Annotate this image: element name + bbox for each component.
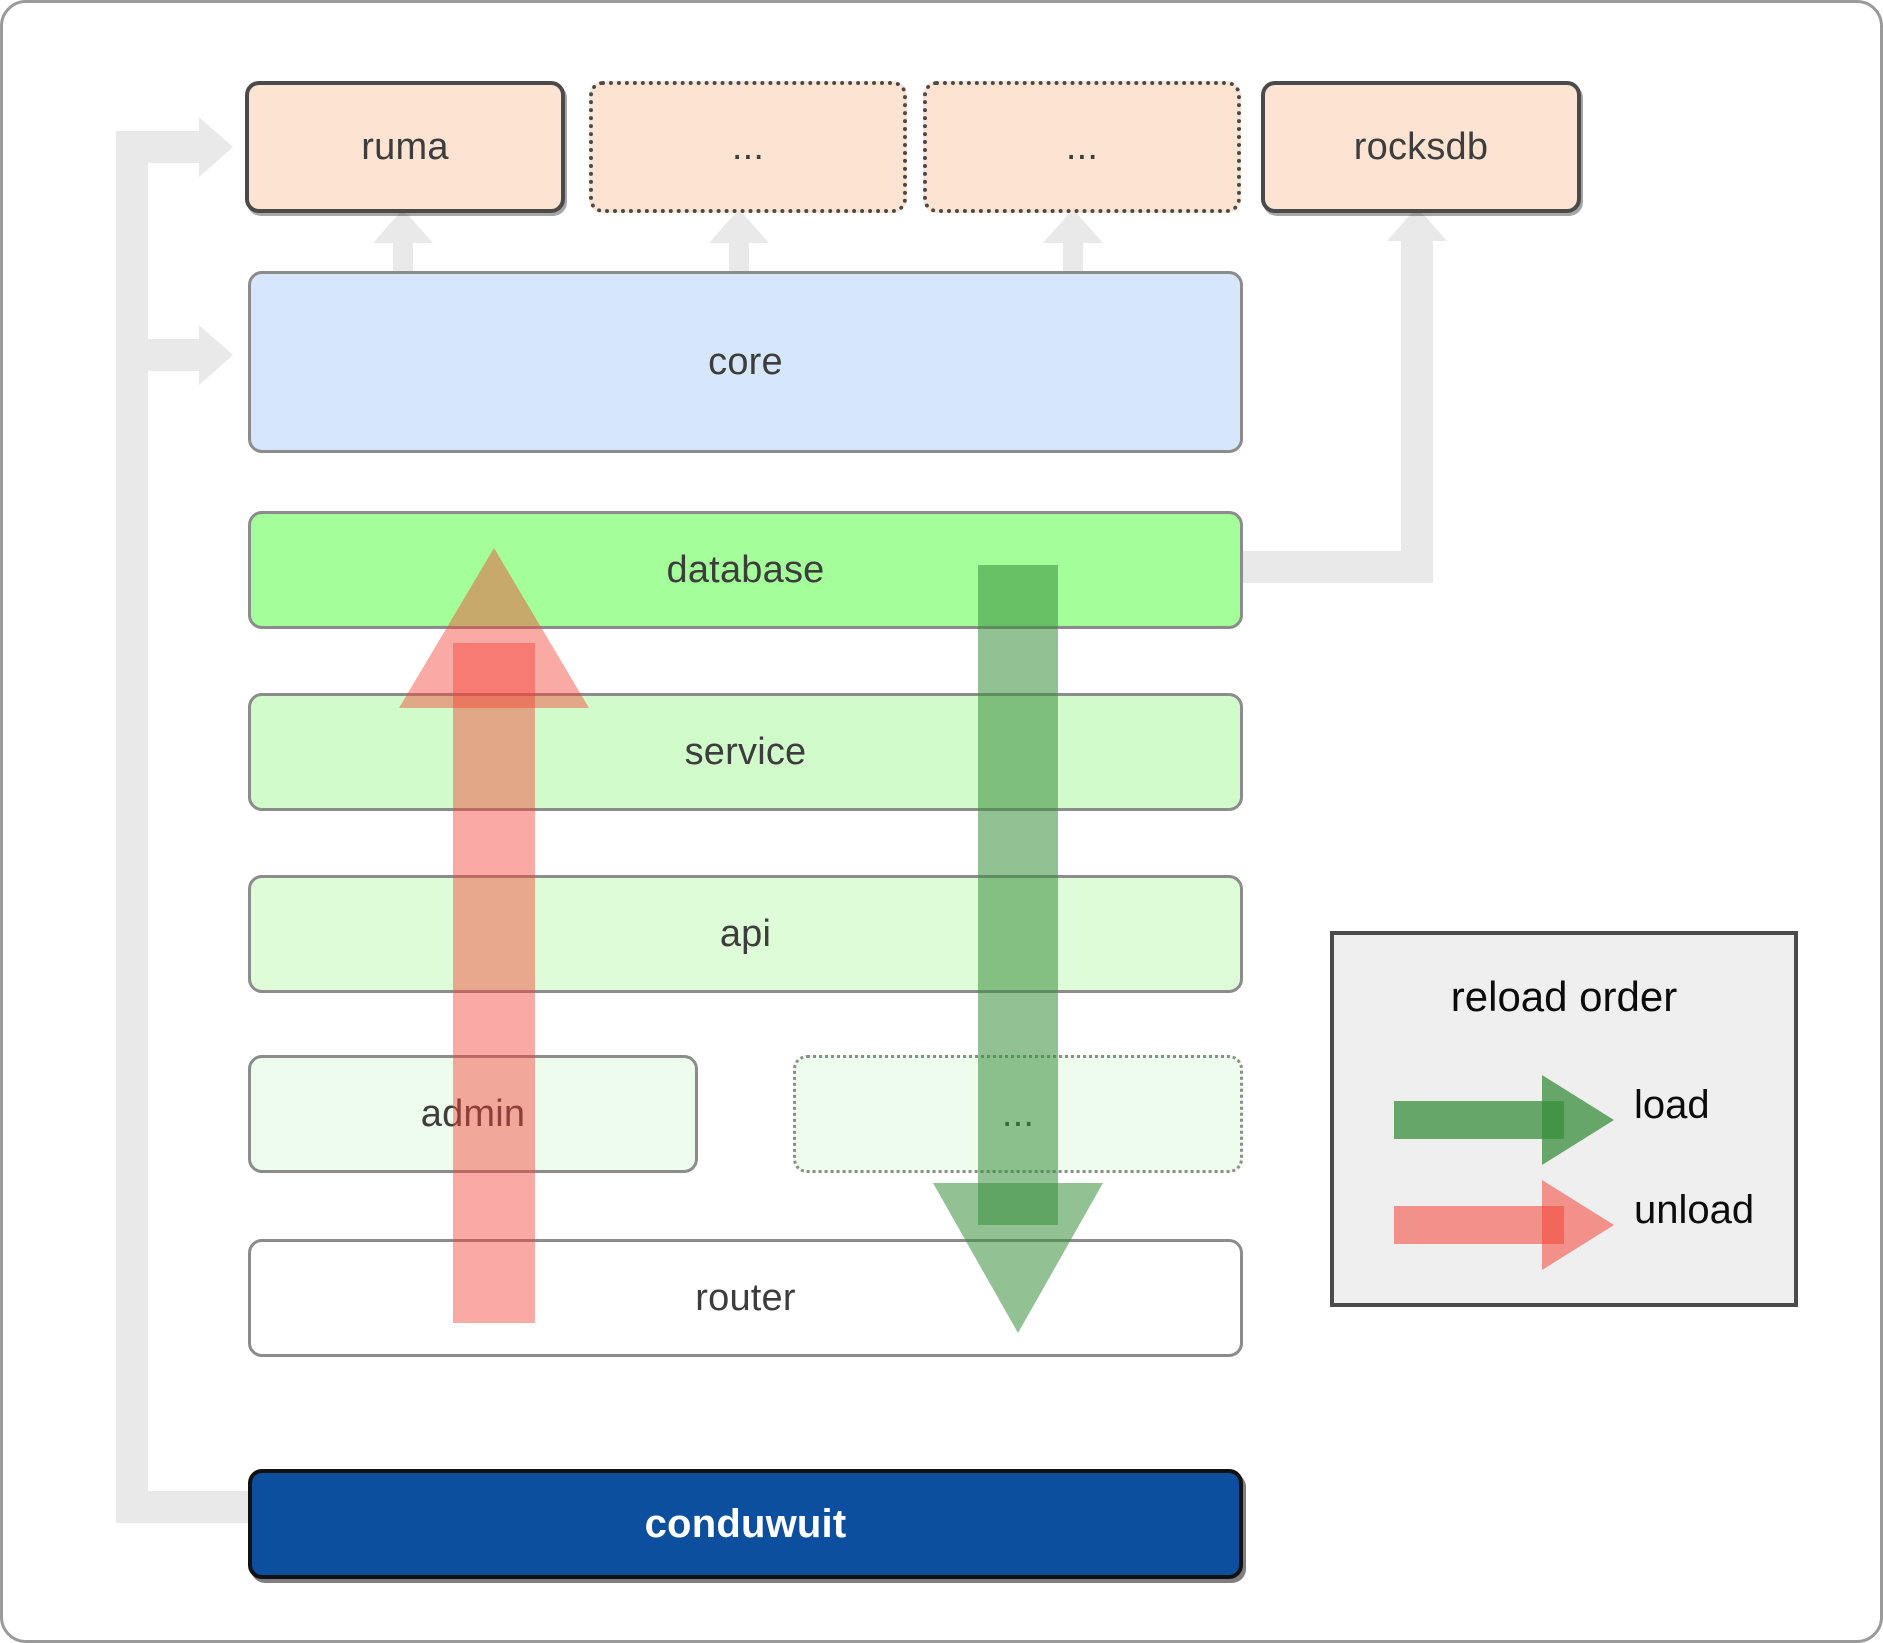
legend-item-load: load [1334, 1065, 1794, 1175]
connector-core-ruma-arrowhead [373, 209, 433, 243]
unload-arrow-shaft [453, 643, 535, 1323]
legend-unload-arrow-head [1542, 1180, 1614, 1270]
connector-core-ellipsis2-arrowhead [1043, 209, 1103, 243]
node-rocksdb[interactable]: rocksdb [1261, 81, 1581, 213]
node-ellipsis-top-2[interactable]: ... [923, 81, 1241, 213]
legend-load-label: load [1634, 1083, 1710, 1127]
unload-arrow-head [399, 548, 589, 708]
node-core[interactable]: core [248, 271, 1243, 453]
connector-core-arrowhead [199, 325, 233, 385]
legend-load-arrow-head [1542, 1075, 1614, 1165]
node-database-label: database [666, 548, 825, 591]
load-arrow-head [933, 1183, 1103, 1333]
node-ruma[interactable]: ruma [245, 81, 565, 213]
connector-core-ruma-stem [393, 233, 413, 273]
node-ellipsis-top-1[interactable]: ... [589, 81, 907, 213]
legend-load-arrow-shaft [1394, 1101, 1564, 1139]
legend-title: reload order [1450, 973, 1678, 1020]
connector-ruma-horizontal [148, 131, 208, 163]
connector-ruma-arrowhead [199, 117, 233, 177]
node-service[interactable]: service [248, 693, 1243, 811]
node-router-label: router [695, 1276, 796, 1319]
connector-db-rocksdb-vertical [1401, 241, 1433, 571]
node-api[interactable]: api [248, 875, 1243, 993]
connector-core-ellipsis1-arrowhead [709, 209, 769, 243]
connector-core-horizontal [148, 339, 208, 371]
legend-item-unload: unload [1334, 1170, 1794, 1280]
connector-conduwuit-horizontal [116, 1491, 251, 1523]
node-service-label: service [684, 730, 807, 773]
node-rocksdb-label: rocksdb [1353, 125, 1489, 168]
legend-panel: reload order load unload [1330, 931, 1798, 1307]
node-conduwuit[interactable]: conduwuit [248, 1469, 1243, 1579]
connector-core-ellipsis1-stem [729, 233, 749, 273]
connector-trunk-vertical [116, 131, 148, 1523]
connector-core-ellipsis2-stem [1063, 233, 1083, 273]
legend-unload-arrow-shaft [1394, 1206, 1564, 1244]
node-api-label: api [719, 912, 772, 955]
legend-unload-label: unload [1634, 1188, 1755, 1232]
node-conduwuit-label: conduwuit [644, 1501, 847, 1546]
node-ellipsis-top-1-label: ... [731, 125, 765, 168]
node-ellipsis-top-2-label: ... [1065, 125, 1099, 168]
node-ruma-label: ruma [361, 125, 449, 168]
load-arrow-shaft [978, 565, 1058, 1225]
node-core-label: core [708, 340, 783, 383]
node-database[interactable]: database [248, 511, 1243, 629]
